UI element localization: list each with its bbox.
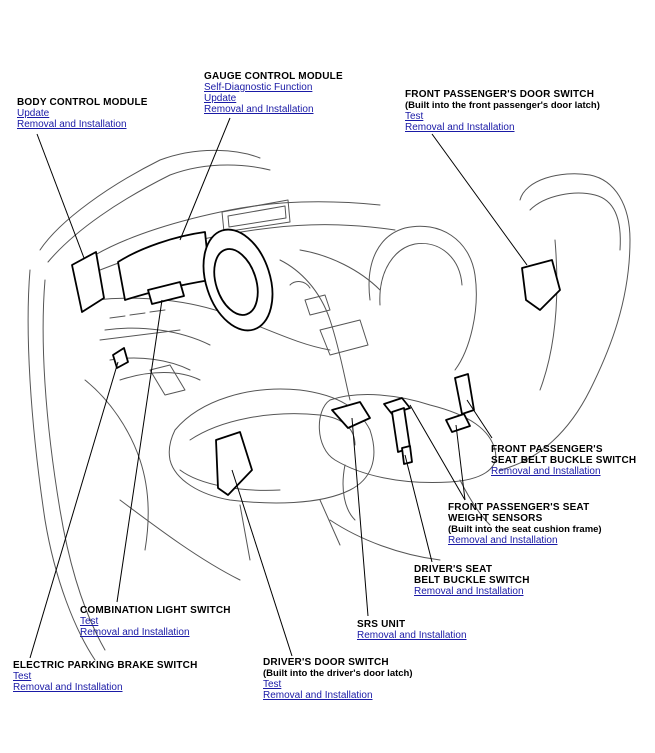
leader-passenger-belt-buckle — [466, 399, 493, 439]
combination-light-switch-removal-link[interactable]: Removal and Installation — [80, 627, 190, 638]
front-passenger-door-switch-subtitle: (Built into the front passenger's door l… — [405, 100, 600, 111]
leader-driver-belt-buckle — [404, 454, 433, 563]
weight-sensors-title-1: FRONT PASSENGER'S SEAT — [448, 502, 590, 513]
leader-body-control-module — [36, 133, 85, 259]
driver-belt-buckle-title-2: BELT BUCKLE SWITCH — [414, 575, 530, 586]
weight-sensors-removal-link[interactable]: Removal and Installation — [448, 535, 558, 546]
combination-light-switch-title: COMBINATION LIGHT SWITCH — [80, 605, 231, 616]
driver-belt-buckle-component — [391, 407, 411, 453]
passenger-belt-buckle-component — [454, 373, 475, 415]
passenger-door-switch-component — [521, 259, 561, 311]
leader-weight-sensor-2 — [455, 424, 466, 501]
leader-gauge-control-module — [179, 117, 231, 241]
gauge-control-module-callout: GAUGE CONTROL MODULE Self-Diagnostic Fun… — [204, 71, 343, 115]
srs-unit-component — [331, 401, 371, 429]
gauge-control-module-removal-link[interactable]: Removal and Installation — [204, 104, 314, 115]
srs-unit-removal-link[interactable]: Removal and Installation — [357, 630, 467, 641]
combination-light-switch-callout: COMBINATION LIGHT SWITCH Test Removal an… — [80, 605, 231, 638]
driver-door-switch-callout: DRIVER'S DOOR SWITCH (Built into the dri… — [263, 657, 413, 701]
center-display — [221, 199, 291, 233]
passenger-seat-back — [368, 225, 477, 371]
driver-belt-buckle-title-1: DRIVER'S SEAT — [414, 564, 493, 575]
front-passenger-door-switch-title: FRONT PASSENGER'S DOOR SWITCH — [405, 89, 595, 100]
leader-srs-unit — [351, 417, 369, 617]
electric-parking-brake-callout: ELECTRIC PARKING BRAKE SWITCH Test Remov… — [13, 660, 198, 693]
gauge-control-module-update-link[interactable]: Update — [204, 93, 237, 104]
leader-weight-sensor-1 — [409, 404, 466, 501]
leader-driver-door-switch — [231, 469, 293, 657]
windshield-frame — [39, 149, 261, 251]
driver-belt-buckle-callout: DRIVER'S SEAT BELT BUCKLE SWITCH Removal… — [414, 564, 530, 597]
dashboard-outline — [94, 201, 381, 256]
leader-combination-light-switch — [116, 299, 163, 603]
center-console — [279, 259, 351, 401]
srs-unit-callout: SRS UNIT Removal and Installation — [357, 619, 467, 641]
electric-parking-brake-test-link[interactable]: Test — [13, 671, 32, 682]
driver-belt-buckle-removal-link[interactable]: Removal and Installation — [414, 586, 524, 597]
electric-parking-brake-switch-component — [112, 347, 129, 369]
front-passenger-belt-buckle-removal-link[interactable]: Removal and Installation — [491, 466, 601, 477]
weight-sensors-callout: FRONT PASSENGER'S SEAT WEIGHT SENSORS (B… — [448, 502, 602, 546]
electric-parking-brake-removal-link[interactable]: Removal and Installation — [13, 682, 123, 693]
body-control-module-component — [71, 251, 105, 313]
front-passenger-door-switch-test-link[interactable]: Test — [405, 111, 424, 122]
driver-door-switch-test-link[interactable]: Test — [263, 679, 282, 690]
body-control-module-title: BODY CONTROL MODULE — [17, 97, 148, 108]
srs-unit-title: SRS UNIT — [357, 619, 406, 630]
electric-parking-brake-title: ELECTRIC PARKING BRAKE SWITCH — [13, 660, 198, 671]
combination-light-switch-component — [147, 281, 185, 305]
driver-door-switch-subtitle: (Built into the driver's door latch) — [263, 668, 413, 679]
front-passenger-belt-buckle-callout: FRONT PASSENGER'S SEAT BELT BUCKLE SWITC… — [491, 444, 636, 477]
front-passenger-belt-buckle-title-2: SEAT BELT BUCKLE SWITCH — [491, 455, 637, 466]
body-control-module-update-link[interactable]: Update — [17, 108, 50, 119]
front-passenger-door-switch-callout: FRONT PASSENGER'S DOOR SWITCH (Built int… — [405, 89, 600, 133]
driver-door-switch-component — [215, 431, 253, 496]
leader-front-passenger-door-switch — [431, 133, 528, 266]
combination-light-switch-test-link[interactable]: Test — [80, 616, 99, 627]
body-control-module-removal-link[interactable]: Removal and Installation — [17, 119, 127, 130]
weight-sensors-subtitle: (Built into the seat cushion frame) — [448, 524, 602, 535]
leader-electric-parking-brake — [29, 361, 119, 659]
passenger-seat-cushion — [318, 394, 497, 484]
weight-sensors-title-2: WEIGHT SENSORS — [448, 513, 543, 524]
gauge-control-module-title: GAUGE CONTROL MODULE — [204, 71, 343, 82]
front-passenger-belt-buckle-title-1: FRONT PASSENGER'S — [491, 444, 603, 455]
gauge-control-module-diagnostic-link[interactable]: Self-Diagnostic Function — [204, 82, 313, 93]
body-control-module-callout: BODY CONTROL MODULE Update Removal and I… — [17, 97, 148, 130]
driver-door-switch-removal-link[interactable]: Removal and Installation — [263, 690, 373, 701]
driver-door-switch-title: DRIVER'S DOOR SWITCH — [263, 657, 389, 668]
front-passenger-door-switch-removal-link[interactable]: Removal and Installation — [405, 122, 515, 133]
driver-seat — [168, 388, 375, 504]
weight-sensor-rear — [445, 413, 471, 433]
